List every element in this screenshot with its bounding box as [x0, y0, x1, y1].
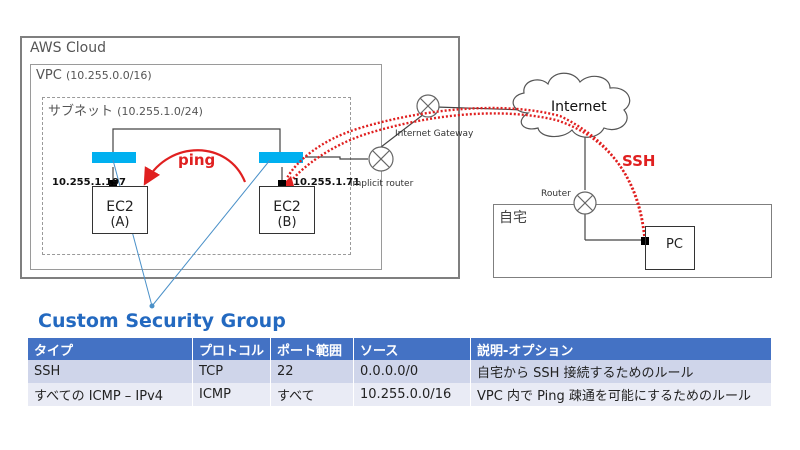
ec2-a-ip: 10.255.1.197 [52, 177, 127, 188]
internet-label: Internet [551, 99, 607, 115]
vpc-name: VPC [36, 68, 62, 83]
ssh-label: SSH [622, 152, 656, 170]
col-port-range: ポート範囲 [270, 338, 355, 360]
cell-source: 0.0.0.0/0 [353, 360, 472, 383]
table-header-row: タイプ プロトコル ポート範囲 ソース 説明-オプション [28, 338, 773, 360]
ec2-b-sub: (B) [277, 215, 297, 230]
col-protocol: プロトコル [192, 338, 272, 360]
col-description: 説明-オプション [470, 338, 773, 360]
vpc-label: VPC (10.255.0.0/16) [36, 68, 152, 83]
subnet-label: サブネット (10.255.1.0/24) [48, 100, 203, 119]
ec2-b-ip: 10.255.1.71 [293, 177, 361, 188]
implicit-router-icon [368, 146, 394, 172]
cell-description: VPC 内で Ping 疎通を可能にするためのルール [470, 383, 773, 406]
home-router-icon [573, 191, 597, 215]
home-boundary [493, 204, 772, 278]
col-source: ソース [353, 338, 472, 360]
implicit-router-label: implicit router [350, 179, 414, 189]
pc-label: PC [666, 237, 683, 252]
table-row: すべての ICMP – IPv4 ICMP すべて 10.255.0.0/16 … [28, 383, 773, 406]
table-row: SSH TCP 22 0.0.0.0/0 自宅から SSH 接続するためのルール [28, 360, 773, 383]
cell-protocol: TCP [192, 360, 272, 383]
internet-cloud-icon [512, 72, 631, 138]
pc-box: PC [645, 226, 695, 270]
subnet-boundary [42, 97, 351, 255]
ec2-a-name: EC2 [106, 199, 134, 215]
ping-arrow [143, 149, 247, 186]
cell-type: SSH [28, 360, 193, 383]
cell-description: 自宅から SSH 接続するためのルール [470, 360, 773, 383]
sg-bar-a [92, 152, 136, 163]
sg-bar-b [259, 152, 303, 163]
internet-gateway-icon [416, 94, 440, 118]
home-label: 自宅 [499, 210, 527, 226]
sg-connectors [112, 159, 271, 309]
internet-gateway-label: Internet Gateway [395, 129, 474, 139]
ec2-a-box: EC2 (A) [92, 186, 148, 234]
cell-port-range: すべて [270, 383, 355, 406]
ping-label: ping [178, 151, 216, 169]
router-label: Router [541, 189, 571, 199]
subnet-cidr: (10.255.1.0/24) [117, 105, 203, 118]
ec2-b-box: EC2 (B) [259, 186, 315, 234]
aws-cloud-boundary [20, 36, 460, 279]
subnet-name: サブネット [48, 104, 114, 119]
ec2-a-sub: (A) [110, 215, 130, 230]
vpc-cidr: (10.255.0.0/16) [65, 69, 152, 82]
network-links [112, 106, 645, 241]
cell-port-range: 22 [270, 360, 355, 383]
col-type: タイプ [28, 338, 193, 360]
ec2-b-name: EC2 [273, 199, 301, 215]
security-group-table: タイプ プロトコル ポート範囲 ソース 説明-オプション SSH TCP 22 … [28, 338, 773, 406]
aws-cloud-label: AWS Cloud [30, 40, 106, 56]
cell-source: 10.255.0.0/16 [353, 383, 472, 406]
cell-protocol: ICMP [192, 383, 272, 406]
security-group-title: Custom Security Group [38, 310, 286, 332]
cell-type: すべての ICMP – IPv4 [28, 383, 193, 406]
